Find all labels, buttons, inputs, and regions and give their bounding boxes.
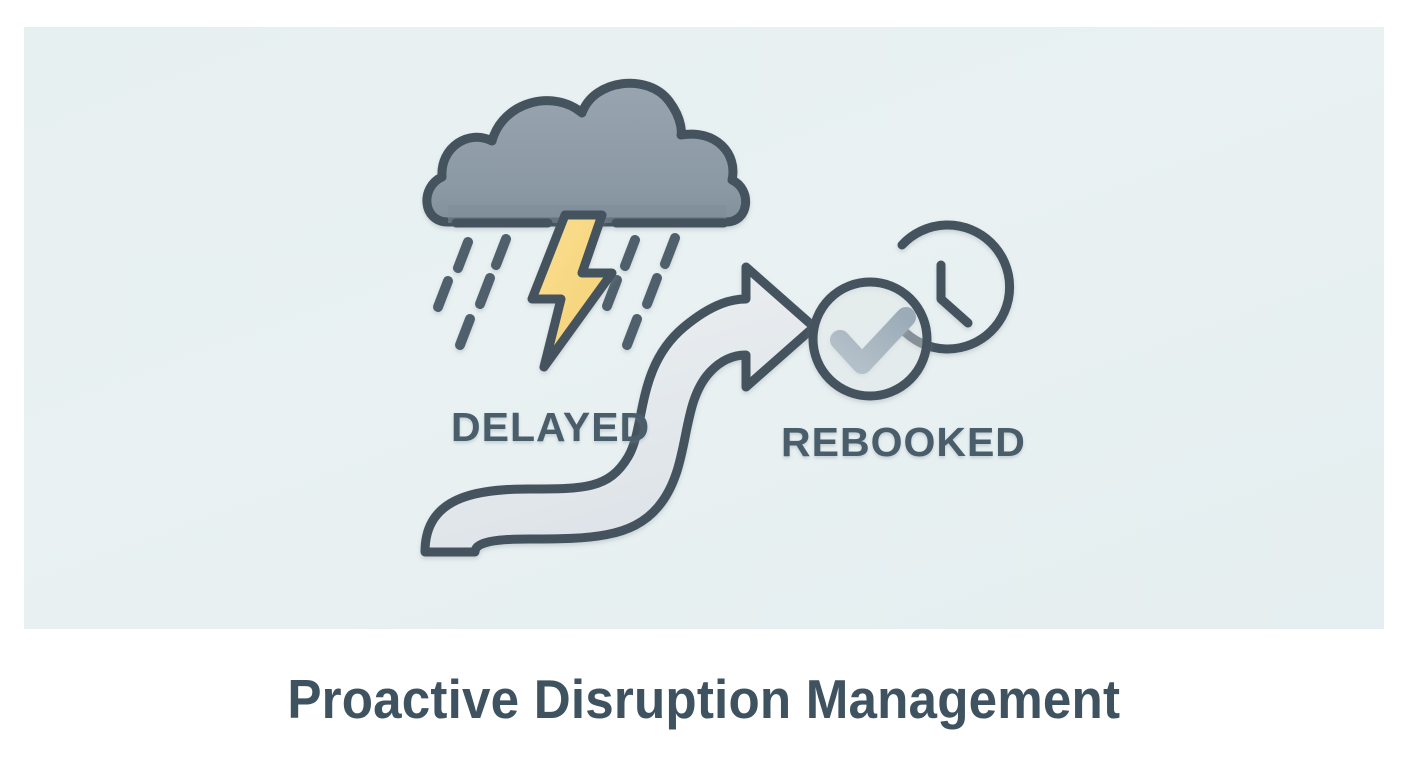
cloud-body	[422, 78, 751, 227]
arrow-shape	[420, 262, 819, 557]
rain-drops-icon	[433, 233, 680, 350]
lightning-bolt-icon	[527, 210, 617, 372]
rain-drop	[453, 237, 473, 273]
rain-drop	[642, 273, 662, 309]
delayed-label: DELAYED	[451, 404, 650, 450]
illustration-panel: DELAYED REBOOKED	[24, 27, 1384, 629]
rain-drop	[433, 276, 453, 312]
rain-drop	[602, 275, 622, 311]
clock-icon	[897, 220, 1015, 354]
curved-arrow-icon	[420, 262, 819, 557]
clock-hands	[936, 260, 973, 328]
illustration-graphic: DELAYED REBOOKED	[420, 78, 1026, 557]
rebooked-label: REBOOKED	[781, 419, 1026, 465]
rain-drop	[620, 235, 640, 271]
rain-drop	[660, 233, 680, 269]
check-mark	[830, 307, 916, 374]
caption-area: Proactive Disruption Management	[0, 629, 1408, 768]
rain-drop	[455, 314, 475, 350]
rain-drop	[491, 234, 511, 270]
rain-drop	[475, 273, 495, 309]
storm-cloud-icon	[422, 78, 751, 228]
caption-title: Proactive Disruption Management	[287, 668, 1121, 730]
clock-rim	[897, 220, 1015, 354]
check-circle-icon	[808, 277, 932, 401]
rain-drop	[622, 314, 642, 350]
bolt-shape	[527, 210, 617, 372]
